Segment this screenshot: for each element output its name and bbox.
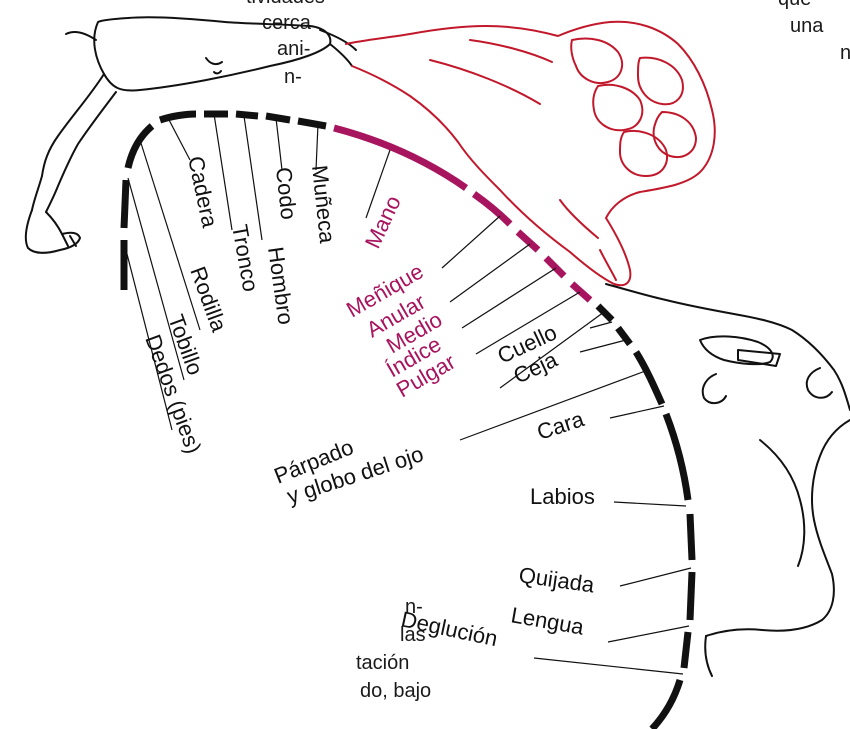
- label-codo: Codo: [271, 166, 301, 221]
- label-mano: Mano: [360, 192, 406, 252]
- label-deglucion: Deglución: [399, 606, 500, 651]
- label-lengua: Lengua: [509, 602, 586, 640]
- homunculus-head-illustration: [606, 284, 850, 676]
- label-tronco: Tronco: [227, 223, 263, 294]
- label-cara: Cara: [534, 406, 588, 445]
- label-quijada: Quijada: [517, 562, 596, 597]
- label-cadera: Cadera: [183, 154, 223, 231]
- accent-labels: Mano Meñique Anular Medio Índice Pulgar: [342, 192, 460, 403]
- label-labios: Labios: [530, 484, 595, 509]
- homunculus-body-illustration: [26, 17, 356, 253]
- label-hombro: Hombro: [263, 245, 299, 326]
- label-muneca: Muñeca: [307, 164, 340, 245]
